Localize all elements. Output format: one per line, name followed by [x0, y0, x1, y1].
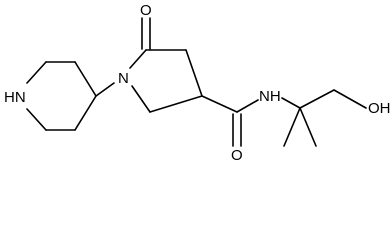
- molecule-drawing: HN N O NH O OH: [4, 2, 391, 162]
- lactam-oxygen-label: O: [140, 2, 152, 19]
- bond: [129, 49, 147, 69]
- piperidine-nh-label: HN: [4, 89, 26, 106]
- lactam-carbonyl: [141, 17, 151, 50]
- pyrrolidinone-ring: [129, 49, 203, 113]
- bond: [333, 89, 367, 109]
- bond: [281, 97, 301, 109]
- bond: [74, 95, 97, 131]
- bond: [201, 95, 238, 113]
- amide-oxygen-label: O: [231, 147, 243, 162]
- bond: [283, 107, 301, 147]
- structure-diagram: HN N O NH O OH: [4, 2, 391, 162]
- bond: [26, 61, 47, 84]
- bond: [74, 61, 97, 97]
- bond: [185, 49, 203, 97]
- tertiary-substituent: [283, 89, 367, 147]
- bond: [149, 95, 203, 113]
- ring-nitrogen-label: N: [118, 70, 129, 87]
- bond: [26, 108, 47, 131]
- bond: [236, 99, 259, 113]
- bond: [299, 107, 317, 147]
- bond: [95, 82, 115, 97]
- carboxamide: [201, 95, 301, 147]
- piperidine-ring: [26, 61, 97, 131]
- hydroxyl-label: OH: [368, 100, 391, 117]
- amide-nh-label: NH: [259, 88, 281, 105]
- bond: [299, 89, 335, 109]
- bond: [131, 85, 151, 113]
